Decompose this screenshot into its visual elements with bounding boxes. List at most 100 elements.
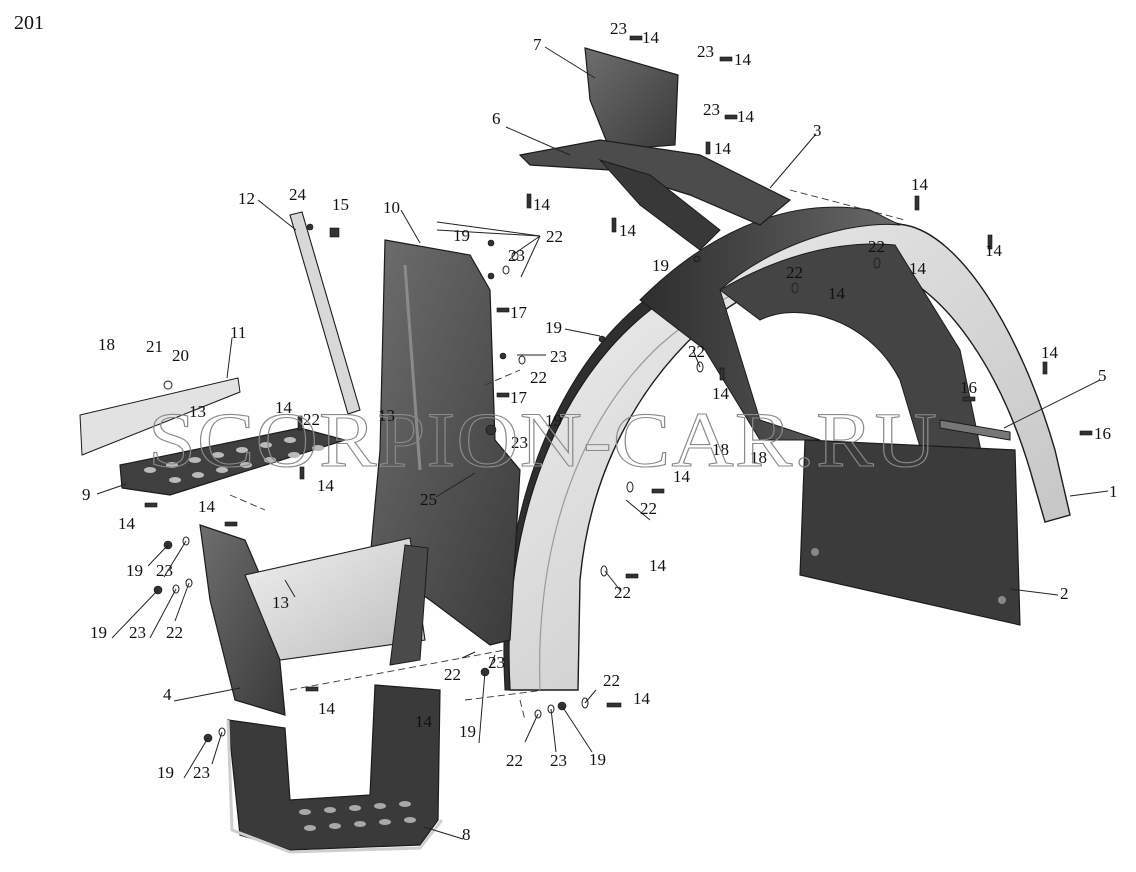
callout-22: 22 <box>868 237 885 256</box>
lower-step-rim <box>226 719 444 854</box>
callout-13: 13 <box>189 402 206 421</box>
callout-22: 22 <box>530 368 547 387</box>
watermark-text: SCORPION-CAR.RU <box>148 396 938 483</box>
callout-19: 19 <box>545 318 562 337</box>
callout-19: 19 <box>453 226 470 245</box>
callout-22: 22 <box>786 263 803 282</box>
page-number: 201 <box>14 12 44 34</box>
step-bracket-part-4 <box>199 524 286 716</box>
callout-12: 12 <box>238 189 255 208</box>
callout-14: 14 <box>828 284 846 303</box>
callout-15: 15 <box>332 195 349 214</box>
callout-23: 23 <box>550 751 567 770</box>
callout-13: 13 <box>272 593 289 612</box>
callout-13: 13 <box>378 406 395 425</box>
mudflap-part-2 <box>799 439 1021 626</box>
callout-21: 21 <box>146 337 163 356</box>
callout-14: 14 <box>619 221 637 240</box>
callout-19: 19 <box>90 623 107 642</box>
callout-22: 22 <box>603 671 620 690</box>
callout-14: 14 <box>198 497 216 516</box>
callout-10: 10 <box>383 198 400 217</box>
callout-9: 9 <box>82 485 91 504</box>
callout-18: 18 <box>712 440 729 459</box>
callout-16: 16 <box>960 378 977 397</box>
callout-2: 2 <box>1060 584 1069 603</box>
callout-14: 14 <box>985 241 1003 260</box>
callout-22: 22 <box>166 623 183 642</box>
washers <box>163 251 881 737</box>
panel-ridge <box>403 264 422 471</box>
callout-22: 22 <box>506 751 523 770</box>
callout-14: 14 <box>633 689 651 708</box>
callout-4: 4 <box>163 685 172 704</box>
callout-11: 11 <box>230 323 246 342</box>
callout-23: 23 <box>703 100 720 119</box>
callout-23: 23 <box>193 763 210 782</box>
bracket-part-5 <box>939 419 1011 441</box>
callout-14: 14 <box>649 556 667 575</box>
step-box-right <box>389 544 429 666</box>
callout-17: 17 <box>510 303 528 322</box>
callout-14: 14 <box>318 699 336 718</box>
callout-22: 22 <box>640 499 657 518</box>
lower-step-holes <box>299 801 416 831</box>
callout-14: 14 <box>737 107 755 126</box>
callout-19: 19 <box>545 411 562 430</box>
bracket-part-11 <box>79 377 241 456</box>
callout-14-labels: 14 14 14 14 14 14 14 14 14 14 14 14 14 1… <box>118 28 1059 731</box>
strap-part-12 <box>289 211 361 415</box>
callout-18: 18 <box>750 448 767 467</box>
callout-1: 1 <box>1109 482 1118 501</box>
callout-17: 17 <box>510 388 528 407</box>
callout-23: 23 <box>550 347 567 366</box>
callout-24: 24 <box>289 185 307 204</box>
callout-5: 5 <box>1098 366 1107 385</box>
callout-3: 3 <box>813 121 822 140</box>
callout-22: 22 <box>546 227 563 246</box>
callout-14: 14 <box>118 514 136 533</box>
callout-23: 23 <box>129 623 146 642</box>
fender-inner-arc <box>503 214 906 691</box>
callout-14: 14 <box>1041 343 1059 362</box>
callout-23: 23 <box>610 19 627 38</box>
callout-14: 14 <box>909 259 927 278</box>
callout-labels: 1 2 3 4 5 6 7 8 9 10 11 12 13 13 13 15 1… <box>82 19 1118 844</box>
callout-8: 8 <box>462 825 471 844</box>
callout-23: 23 <box>511 433 528 452</box>
callout-6: 6 <box>492 109 501 128</box>
bracket-arms <box>598 159 721 251</box>
callout-20: 20 <box>172 346 189 365</box>
callout-19: 19 <box>459 722 476 741</box>
plate-part-7 <box>584 47 679 151</box>
callout-22: 22 <box>303 410 320 429</box>
callout-22: 22 <box>444 665 461 684</box>
callout-19: 19 <box>157 763 174 782</box>
tread-holes <box>144 437 324 483</box>
callout-25: 25 <box>420 490 437 509</box>
callout-22: 22 <box>614 583 631 602</box>
callout-23: 23 <box>508 246 525 265</box>
leader-lines <box>96 46 1109 840</box>
callout-19: 19 <box>126 561 143 580</box>
callout-19: 19 <box>652 256 669 275</box>
assembly-lines <box>229 189 906 721</box>
callout-23: 23 <box>697 42 714 61</box>
callout-14: 14 <box>642 28 660 47</box>
callout-23: 23 <box>488 653 505 672</box>
callout-7: 7 <box>533 35 542 54</box>
mudflap-bolt <box>811 548 819 556</box>
callout-18: 18 <box>98 335 115 354</box>
callout-14: 14 <box>533 195 551 214</box>
callout-14: 14 <box>673 467 691 486</box>
callout-14: 14 <box>911 175 929 194</box>
callout-19: 19 <box>589 750 606 769</box>
fender-liner-part-3 <box>639 206 901 441</box>
callout-14: 14 <box>714 139 732 158</box>
callout-14: 14 <box>712 384 730 403</box>
step-box-light <box>244 537 426 661</box>
callout-14: 14 <box>275 398 293 417</box>
callout-23: 23 <box>156 561 173 580</box>
callout-22: 22 <box>688 342 705 361</box>
callout-16: 16 <box>1094 424 1111 443</box>
